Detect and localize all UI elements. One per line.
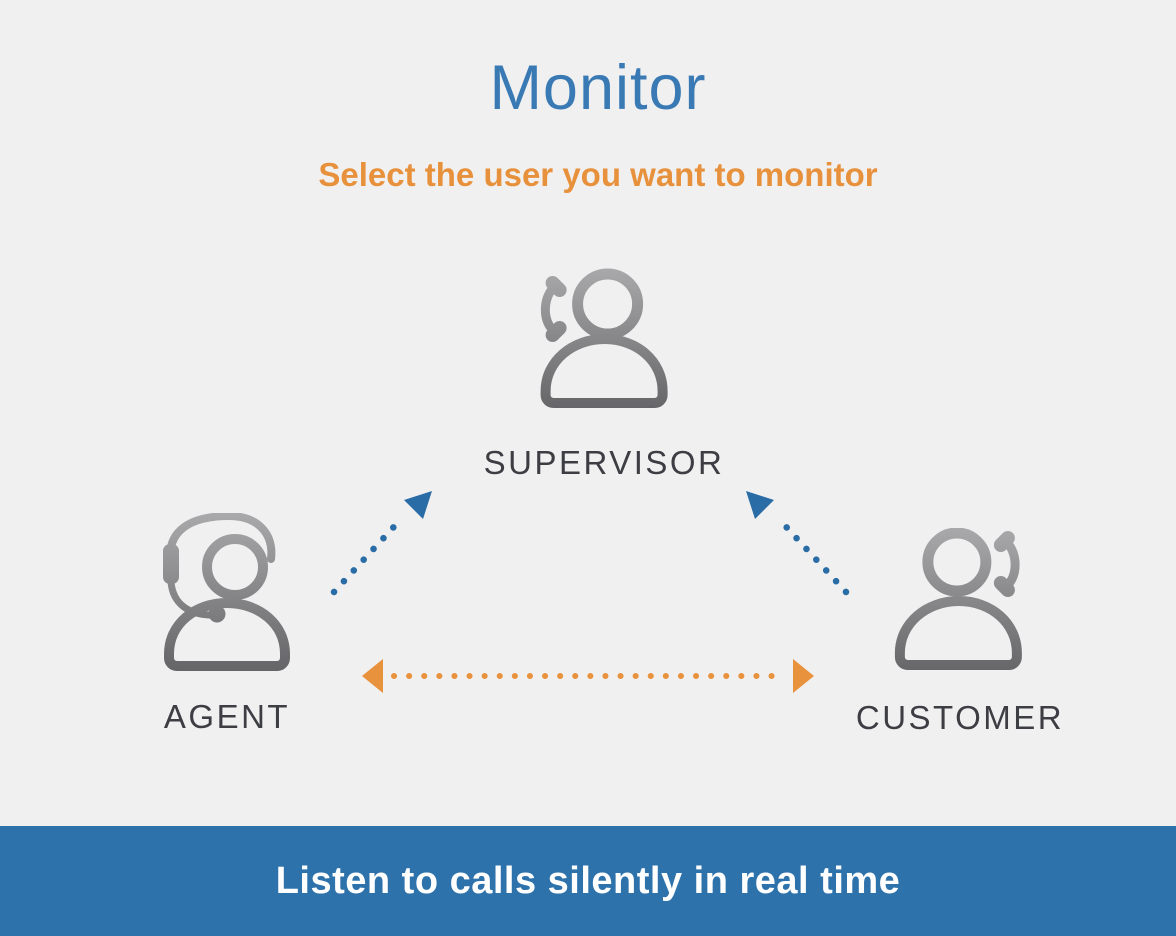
agent-label: AGENT [163,698,291,735]
customer-node[interactable]: CUSTOMER [856,528,1064,737]
person-with-phone-right-icon [895,528,1022,670]
customer-to-supervisor-arrow [746,491,850,596]
agent-node[interactable]: AGENT [161,513,293,736]
footer-banner: Listen to calls silently in real time [0,826,1176,936]
person-with-headset-icon [163,513,290,671]
person-with-phone-left-icon [540,268,668,408]
agent-to-supervisor-arrow [330,491,432,596]
supervisor-node[interactable]: SUPERVISOR [484,268,725,482]
page-subtitle: Select the user you want to monitor [318,156,878,193]
supervisor-label: SUPERVISOR [483,444,725,481]
footer-text: Listen to calls silently in real time [275,859,901,902]
agent-customer-arrow [362,659,814,693]
customer-label: CUSTOMER [855,699,1065,736]
page-title: Monitor [489,53,707,123]
